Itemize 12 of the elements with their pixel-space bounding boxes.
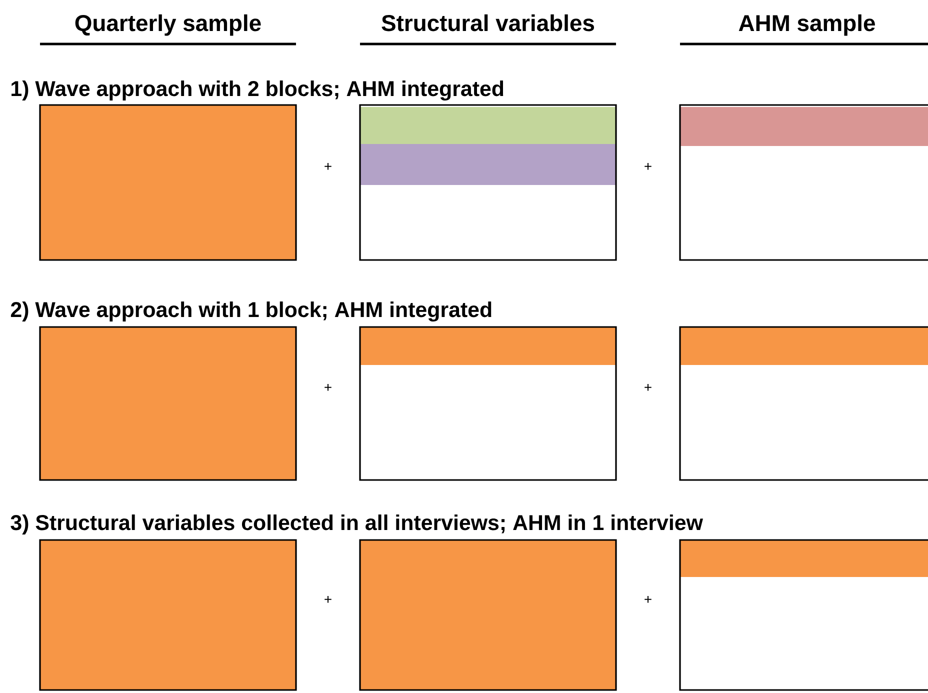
column-heading: AHM sample — [738, 14, 875, 36]
plus-sign: + — [324, 162, 332, 170]
column-heading: Structural variables — [382, 14, 594, 32]
option-heading: 1) Wave approach with 2 blocks; AHM integrated — [12, 80, 504, 101]
plus-sign: + — [324, 384, 332, 391]
option-heading: 2) Wave approach with 1 block; AHM integrated — [10, 301, 492, 322]
plus-sign: + — [644, 162, 652, 170]
plus-sign: + — [644, 596, 652, 603]
plus-sign: + — [324, 596, 332, 603]
option-heading: 3) Structural variables collected in all interviews; AHM in 1 interview — [10, 514, 704, 534]
column-heading: Quarterly sample — [75, 14, 261, 36]
plus-sign: + — [644, 384, 652, 391]
